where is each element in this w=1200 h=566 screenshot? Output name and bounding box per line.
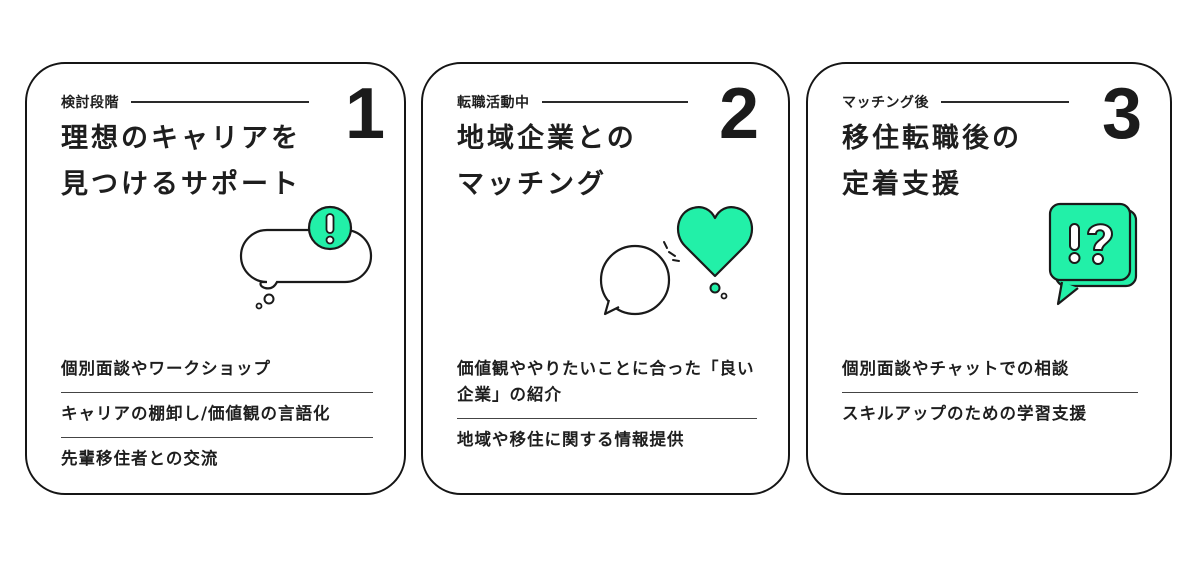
stage-label: 検討段階: [61, 95, 119, 111]
stage-divider: [941, 101, 1069, 103]
speech-bubble-heart-icon: [599, 206, 754, 316]
support-item: 地域や移住に関する情報提供: [457, 430, 685, 449]
support-card-3: マッチング後 3 移住転職後の 定着支援 個別面談やチャットでの相談 スキルアッ…: [806, 62, 1172, 495]
support-item: 価値観ややりたいことに合った「良い企業」の紹介: [457, 348, 757, 419]
support-item-list: 価値観ややりたいことに合った「良い企業」の紹介 地域や移住に関する情報提供: [457, 348, 757, 463]
stage-divider: [131, 101, 309, 103]
stage-header: 検討段階: [61, 92, 309, 112]
stage-divider: [541, 101, 688, 103]
stage-label: 転職活動中: [457, 95, 530, 111]
support-item: スキルアップのための学習支援: [842, 404, 1087, 423]
speech-bubble-question-icon: [1048, 202, 1138, 306]
thought-bubble-exclamation-icon: [239, 205, 373, 310]
support-card-2: 転職活動中 2 地域企業との マッチング 価値観ややりたいことに合った「良い企業…: [421, 62, 790, 495]
support-item: 個別面談やチャットでの相談: [842, 348, 1138, 393]
support-item: 個別面談やワークショップ: [61, 348, 373, 393]
support-card-1: 検討段階 1 理想のキャリアを 見つけるサポート 個別面談やワークショップ キャ…: [25, 62, 406, 495]
support-item-list: 個別面談やワークショップ キャリアの棚卸し/価値観の言語化 先輩移住者との交流: [61, 348, 373, 482]
support-item-list: 個別面談やチャットでの相談 スキルアップのための学習支援: [842, 348, 1138, 437]
stage-header: マッチング後: [842, 92, 1069, 112]
card-title: 理想のキャリアを 見つけるサポート: [61, 123, 301, 200]
support-item: 先輩移住者との交流: [61, 449, 219, 468]
step-number: 3: [1102, 74, 1143, 154]
card-title: 地域企業との マッチング: [457, 123, 637, 200]
stage-header: 転職活動中: [457, 92, 688, 112]
support-item: キャリアの棚卸し/価値観の言語化: [61, 393, 373, 438]
stage-label: マッチング後: [842, 95, 929, 111]
step-number: 2: [719, 74, 760, 154]
step-number: 1: [345, 74, 386, 154]
card-title: 移住転職後の 定着支援: [842, 123, 1022, 200]
